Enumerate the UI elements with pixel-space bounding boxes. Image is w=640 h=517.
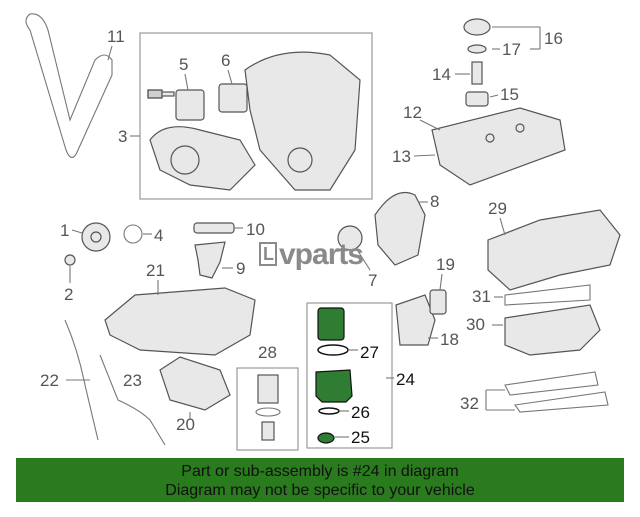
callout-31: 31 xyxy=(472,287,491,306)
callout-7: 7 xyxy=(368,271,377,290)
callout-29: 29 xyxy=(488,199,507,218)
callout-28: 28 xyxy=(258,343,277,362)
dipstick xyxy=(64,319,99,441)
callout-2: 2 xyxy=(64,285,73,304)
callout-20: 20 xyxy=(176,415,195,434)
callout-12: 12 xyxy=(403,103,422,122)
exhaust-manifold xyxy=(504,304,601,356)
callout-11: 11 xyxy=(107,27,125,46)
filter-element-box xyxy=(236,367,299,451)
gasket-19 xyxy=(429,289,447,315)
dipstick-tube xyxy=(99,354,166,446)
o-ring-26 xyxy=(318,407,340,415)
gasket-5 xyxy=(175,89,205,121)
callout-26: 26 xyxy=(351,403,370,422)
oil-filter-assembly-box xyxy=(306,302,393,449)
o-ring-4 xyxy=(123,224,143,244)
callout-13: 13 xyxy=(392,147,411,166)
footer-line-1: Part or sub-assembly is #24 in diagram xyxy=(181,463,459,480)
callout-23: 23 xyxy=(123,371,142,390)
callout-30: 30 xyxy=(466,315,485,334)
callout-4: 4 xyxy=(154,226,163,245)
timing-cover xyxy=(244,51,361,191)
callout-10: 10 xyxy=(246,220,265,239)
callout-3: 3 xyxy=(118,127,127,146)
callout-22: 22 xyxy=(40,371,59,390)
callout-32: 32 xyxy=(460,394,479,413)
intake-manifold xyxy=(487,209,621,291)
valve-cover xyxy=(431,107,566,186)
footer-banner: Part or sub-assembly is #24 in diagram D… xyxy=(16,458,624,502)
oil-level-tube xyxy=(471,61,483,85)
rear-cover xyxy=(374,191,426,266)
callout-25: 25 xyxy=(351,428,370,447)
oil-pan-lower xyxy=(159,356,231,411)
callout-21: 21 xyxy=(146,261,165,280)
callout-16: 16 xyxy=(544,29,563,48)
callout-9: 9 xyxy=(236,259,245,278)
intake-gasket-31 xyxy=(504,284,591,306)
exhaust-gasket-upper xyxy=(504,371,599,396)
callout-5: 5 xyxy=(179,55,188,74)
o-ring-27 xyxy=(317,344,349,356)
callout-19: 19 xyxy=(436,255,455,274)
callout-6: 6 xyxy=(221,51,230,70)
callout-14: 14 xyxy=(432,65,451,84)
gasket-10 xyxy=(193,222,235,234)
callout-27: 27 xyxy=(360,343,379,362)
footer-line-2: Diagram may not be specific to your vehi… xyxy=(165,482,475,499)
gasket-6 xyxy=(218,83,248,113)
oil-filter-cap-highlight xyxy=(315,369,353,403)
callout-17: 17 xyxy=(502,40,521,59)
filter-element xyxy=(257,374,279,404)
callout-24: 24 xyxy=(396,370,415,389)
timing-chain xyxy=(25,13,113,159)
exhaust-gasket-lower xyxy=(514,391,609,413)
callout-8: 8 xyxy=(430,192,439,211)
callout-15: 15 xyxy=(500,85,519,104)
oil-pan-upper xyxy=(104,287,256,356)
drain-plug-25 xyxy=(317,432,335,444)
oil-strainer xyxy=(194,241,226,279)
water-pump xyxy=(149,126,256,191)
timing-cover-group-box xyxy=(139,32,373,200)
filter-housing xyxy=(395,294,436,346)
oil-filler-cap xyxy=(463,18,491,36)
callout-18: 18 xyxy=(440,330,459,349)
oil-filter-element-highlight xyxy=(317,307,345,341)
callout-1: 1 xyxy=(60,221,69,240)
